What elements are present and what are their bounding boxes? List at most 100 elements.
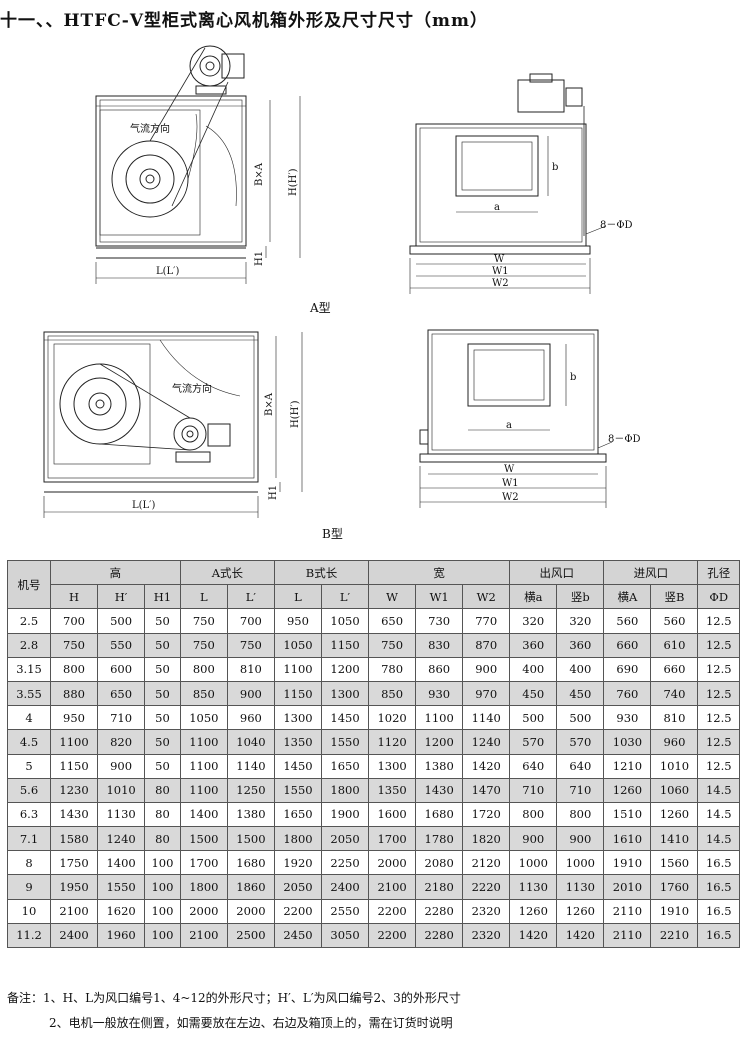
col-header-hole: 孔径 — [697, 559, 740, 586]
b-w1-label: W1 — [502, 478, 519, 489]
table-cell: 570 — [556, 729, 605, 755]
table-cell: 500 — [97, 608, 146, 634]
table-cell: 1200 — [415, 729, 464, 755]
table-cell: 650 — [368, 608, 417, 634]
table-cell: 1300 — [368, 753, 417, 779]
table-cell: 1140 — [226, 753, 275, 779]
table-cell: 1860 — [226, 874, 275, 900]
table-cell: 2120 — [462, 850, 511, 876]
sub-header: L — [273, 584, 322, 610]
a-dim-b-label: b — [552, 162, 558, 173]
dimension-drawings: 气流方向 B×A H(H′) H1 L(L′) a b 8－ΦD W W1 W2… — [43, 45, 641, 541]
table-cell: 12.5 — [697, 632, 740, 658]
model-cell: 9 — [7, 874, 51, 900]
table-cell: 50 — [144, 705, 181, 731]
model-cell: 10 — [7, 898, 51, 924]
table-cell: 1680 — [226, 850, 275, 876]
table-cell: 1820 — [462, 826, 511, 852]
sub-header-row: H H′ H1 L L′ L L′ W W1 W2 横a 竖b 横A 竖B ΦD — [8, 584, 740, 610]
page-title: 十一、、HTFC-Ⅴ型柜式离心风机箱外形及尺寸尺寸（mm） — [0, 11, 489, 31]
table-cell: 1550 — [320, 729, 370, 755]
table-cell: 870 — [462, 632, 511, 658]
table-cell: 1680 — [415, 801, 464, 828]
table-cell: 12.5 — [697, 729, 740, 755]
model-cell: 5.6 — [7, 777, 51, 803]
b-foot-label: H1 — [268, 485, 279, 500]
table-cell: 880 — [49, 680, 99, 707]
table-cell: 2320 — [462, 898, 511, 924]
table-cell: 1400 — [179, 801, 228, 828]
a-height-outer-label: H(H′) — [288, 168, 299, 196]
table-cell: 800 — [509, 801, 558, 828]
table-cell: 2280 — [415, 898, 464, 924]
table-cell: 2500 — [226, 922, 275, 949]
table-cell: 1400 — [97, 850, 146, 876]
table-cell: 14.5 — [697, 777, 740, 803]
table-cell: 930 — [415, 680, 464, 707]
a-w2-label: W2 — [492, 278, 509, 289]
table-cell: 1210 — [603, 753, 652, 779]
table-cell: 500 — [556, 705, 605, 731]
table-cell: 450 — [509, 680, 558, 707]
table-cell: 900 — [226, 680, 275, 707]
table-cell: 960 — [650, 729, 699, 755]
table-cell: 1130 — [556, 874, 605, 900]
table-cell: 1200 — [320, 656, 370, 682]
table-cell: 710 — [509, 777, 558, 803]
b-type-caption: B型 — [322, 527, 343, 541]
table-cell: 750 — [179, 632, 228, 658]
table-cell: 700 — [226, 608, 275, 634]
a-dim-a-label: a — [494, 202, 500, 213]
sub-header: L — [179, 584, 228, 610]
table-cell: 16.5 — [697, 874, 740, 900]
table-cell: 80 — [144, 801, 181, 828]
table-cell: 2000 — [368, 850, 417, 876]
table-cell: 1420 — [462, 753, 511, 779]
b-w2-label: W2 — [502, 492, 519, 503]
table-cell: 570 — [509, 729, 558, 755]
table-cell: 1620 — [97, 898, 146, 924]
table-cell: 1410 — [650, 826, 699, 852]
table-cell: 750 — [368, 632, 417, 658]
table-cell: 1050 — [273, 632, 322, 658]
table-cell: 690 — [603, 656, 652, 682]
table-cell: 800 — [179, 656, 228, 682]
table-cell: 660 — [603, 632, 652, 658]
b-side-view — [419, 329, 613, 508]
table-cell: 700 — [49, 608, 99, 634]
table-cell: 1240 — [462, 729, 511, 755]
table-cell: 14.5 — [697, 801, 740, 828]
table-cell: 1010 — [97, 777, 146, 803]
table-cell: 1000 — [509, 850, 558, 876]
table-cell: 650 — [97, 680, 146, 707]
table-cell: 1550 — [273, 777, 322, 803]
table-cell: 1130 — [97, 801, 146, 828]
table-cell: 1380 — [415, 753, 464, 779]
table-cell: 2010 — [603, 874, 652, 900]
sub-header: ΦD — [697, 584, 740, 610]
table-cell: 1260 — [603, 777, 652, 803]
b-height-outer-label: H(H′) — [290, 400, 301, 428]
table-cell: 800 — [556, 801, 605, 828]
model-cell: 6.3 — [7, 801, 51, 828]
table-cell: 1800 — [179, 874, 228, 900]
table-cell: 320 — [556, 608, 605, 634]
table-cell: 2200 — [368, 898, 417, 924]
table-cell: 1050 — [179, 705, 228, 731]
table-cell: 1350 — [273, 729, 322, 755]
table-cell: 2210 — [650, 922, 699, 949]
table-cell: 12.5 — [697, 656, 740, 682]
table-cell: 900 — [556, 826, 605, 852]
table-cell: 320 — [509, 608, 558, 634]
table-cell: 1300 — [273, 705, 322, 731]
model-cell: 5 — [7, 753, 51, 779]
table-cell: 1650 — [320, 753, 370, 779]
table-cell: 1650 — [273, 801, 322, 828]
table-cell: 1500 — [179, 826, 228, 852]
table-cell: 12.5 — [697, 753, 740, 779]
table-cell: 1100 — [179, 729, 228, 755]
